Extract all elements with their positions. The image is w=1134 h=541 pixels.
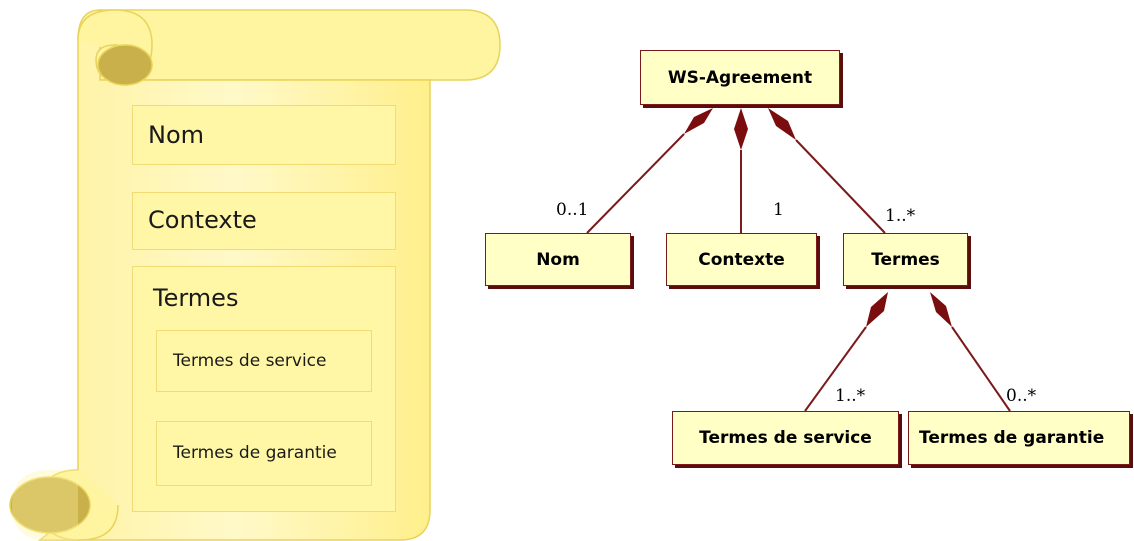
uml-class-nom: Nom bbox=[485, 233, 631, 286]
scroll-top-roll bbox=[99, 9, 501, 81]
composition-diamond-contexte bbox=[734, 108, 748, 150]
scroll-top-curl-shadow bbox=[97, 44, 153, 86]
composition-diamond-garantie bbox=[930, 292, 952, 327]
uml-class-termes-de-service: Termes de service bbox=[672, 411, 899, 465]
edge-termes-service bbox=[804, 326, 867, 412]
uml-class-contexte: Contexte bbox=[666, 233, 817, 286]
multiplicity-service: 1..* bbox=[835, 386, 866, 406]
uml-class-termes-de-garantie: Termes de garantie bbox=[908, 411, 1130, 465]
multiplicity-nom: 0..1 bbox=[556, 200, 589, 220]
scroll-terms-label: Termes bbox=[153, 284, 239, 312]
scroll-bottom-curl-shadow bbox=[9, 476, 91, 534]
scroll-context-label: Contexte bbox=[148, 206, 257, 234]
edge-agreement-nom bbox=[586, 133, 685, 234]
composition-diamond-service bbox=[866, 292, 888, 327]
multiplicity-garantie: 0..* bbox=[1006, 386, 1037, 406]
multiplicity-termes: 1..* bbox=[885, 206, 916, 226]
edge-termes-garantie bbox=[951, 326, 1011, 412]
scroll-name-label: Nom bbox=[148, 121, 205, 149]
scroll-service-terms-box bbox=[156, 330, 372, 392]
scroll-name-box bbox=[132, 105, 396, 165]
scroll-bottom-curl-highlight bbox=[12, 470, 78, 540]
scroll-context-box bbox=[132, 192, 396, 250]
composition-diamond-termes bbox=[768, 108, 796, 140]
scroll-guarantee-terms-box bbox=[156, 421, 372, 486]
composition-diamond-nom bbox=[684, 108, 713, 134]
edge-agreement-termes bbox=[795, 139, 886, 234]
uml-class-termes: Termes bbox=[843, 233, 968, 286]
scroll-guarantee-terms-label: Termes de garantie bbox=[173, 443, 337, 463]
multiplicity-contexte: 1 bbox=[773, 200, 784, 220]
uml-class-ws-agreement: WS-Agreement bbox=[640, 50, 840, 105]
scroll-service-terms-label: Termes de service bbox=[173, 351, 327, 371]
